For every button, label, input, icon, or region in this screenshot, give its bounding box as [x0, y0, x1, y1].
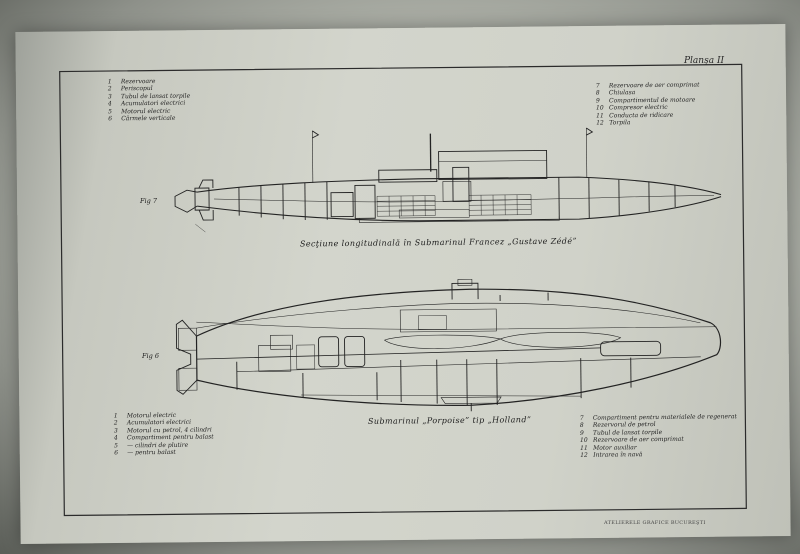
legend-item: 6— pentru balast — [114, 448, 176, 457]
figure-1-submarine — [174, 127, 722, 233]
figure-2-submarine — [175, 278, 722, 412]
printer-imprint: ATELIERELE GRAFICE BUCUREŞTI — [604, 520, 706, 526]
plate-frame — [59, 63, 747, 517]
figure-2-label: Fig 6 — [142, 352, 159, 360]
plate-label: Planşa II — [684, 56, 725, 66]
figure-2-caption: Submarinul „Porpoise” tip „Holland” — [367, 415, 532, 426]
figure-1-label: Fig 7 — [140, 197, 157, 205]
